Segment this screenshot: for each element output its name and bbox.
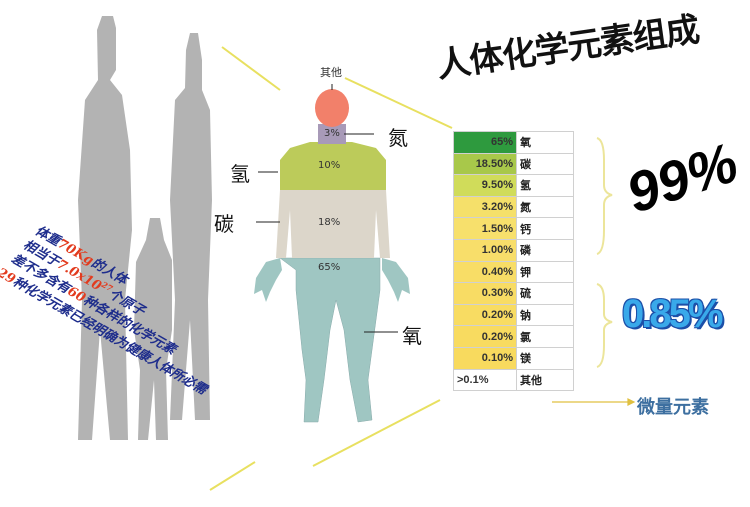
element-cell: 氮 xyxy=(516,195,574,219)
trace-elements-label: 微量元素 xyxy=(637,397,709,418)
table-row: 0.40%钾 xyxy=(453,260,574,284)
table-row: 0.30%硫 xyxy=(453,282,574,305)
percent-cell: 18.50% xyxy=(453,152,517,176)
table-row: 18.50%碳 xyxy=(453,152,574,176)
element-cell: 镁 xyxy=(516,346,574,370)
percent-cell: >0.1% xyxy=(453,368,517,392)
table-row: 0.20%钠 xyxy=(453,303,574,327)
body-head-region xyxy=(315,89,349,127)
percent-cell: 3.20% xyxy=(453,195,517,219)
percent-cell: 1.00% xyxy=(453,238,517,262)
table-row: 0.20%氯 xyxy=(453,325,574,348)
element-cell: 其他 xyxy=(516,368,574,392)
body-chest-region xyxy=(280,142,386,190)
element-cell: 钠 xyxy=(516,303,574,327)
table-row: >0.1%其他 xyxy=(453,368,574,392)
element-cell: 碳 xyxy=(516,152,574,176)
label-hydrogen: 氢 xyxy=(230,162,250,186)
label-oxygen: 氧 xyxy=(402,324,422,348)
label-carbon: 碳 xyxy=(214,212,234,236)
body-figure xyxy=(254,84,410,423)
percent-cell: 0.40% xyxy=(453,260,517,284)
percent-lower: 65% xyxy=(318,262,341,273)
percent-torso: 18% xyxy=(318,217,341,228)
label-nitrogen: 氮 xyxy=(388,126,408,150)
label-other: 其他 xyxy=(320,66,342,79)
percent-cell: 0.20% xyxy=(453,303,517,327)
percent-cell: 1.50% xyxy=(453,217,517,240)
table-row: 1.50%钙 xyxy=(453,217,574,240)
table-row: 1.00%磷 xyxy=(453,238,574,262)
element-cell: 硫 xyxy=(516,282,574,305)
table-row: 65%氧 xyxy=(453,131,574,154)
percent-cell: 0.30% xyxy=(453,282,517,305)
minor-percent: 0.85% xyxy=(622,292,723,336)
percent-chest: 10% xyxy=(318,160,341,171)
element-cell: 氧 xyxy=(516,131,574,154)
body-torso-region xyxy=(276,190,390,258)
element-cell: 钙 xyxy=(516,217,574,240)
element-cell: 钾 xyxy=(516,260,574,284)
percent-cell: 0.10% xyxy=(453,346,517,370)
percent-neck: 3% xyxy=(324,128,340,139)
percent-cell: 65% xyxy=(453,131,517,154)
percent-cell: 9.50% xyxy=(453,174,517,197)
element-cell: 磷 xyxy=(516,238,574,262)
table-row: 9.50%氢 xyxy=(453,174,574,197)
body-lower-region xyxy=(279,257,381,423)
element-cell: 氢 xyxy=(516,174,574,197)
table-row: 3.20%氮 xyxy=(453,195,574,219)
body-neck-region xyxy=(318,124,346,144)
element-cell: 氯 xyxy=(516,325,574,348)
table-row: 0.10%镁 xyxy=(453,346,574,370)
percent-cell: 0.20% xyxy=(453,325,517,348)
